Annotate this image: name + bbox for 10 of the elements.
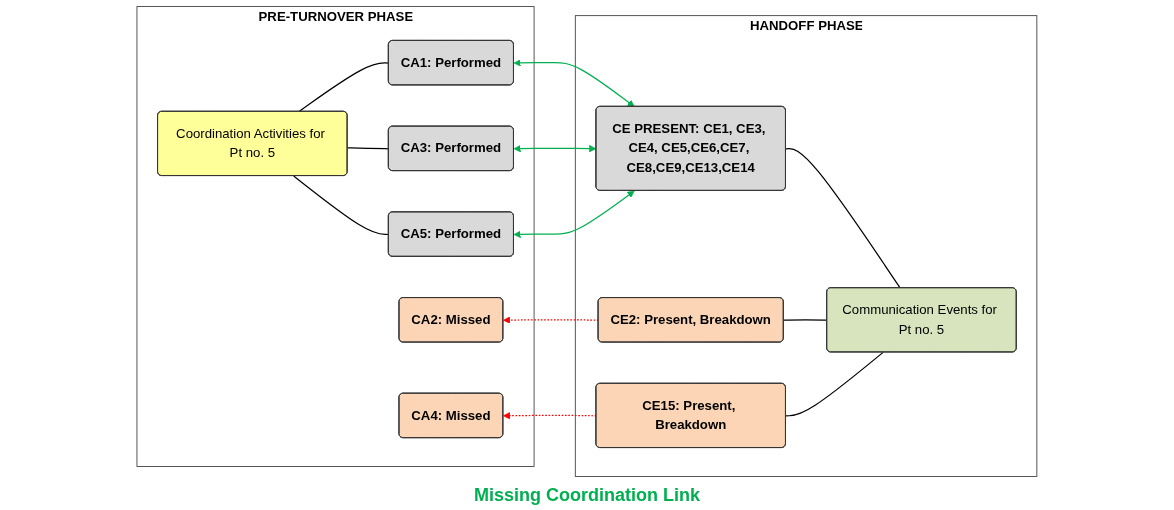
connector xyxy=(785,148,901,289)
connector xyxy=(783,319,828,321)
annotation-text: Missing Coordination Link xyxy=(474,485,700,506)
arrow xyxy=(513,145,597,153)
connector xyxy=(293,175,390,236)
arrow xyxy=(513,190,635,238)
connector xyxy=(785,351,884,417)
arrow xyxy=(513,59,635,107)
connector xyxy=(347,147,390,150)
connector xyxy=(298,62,390,113)
